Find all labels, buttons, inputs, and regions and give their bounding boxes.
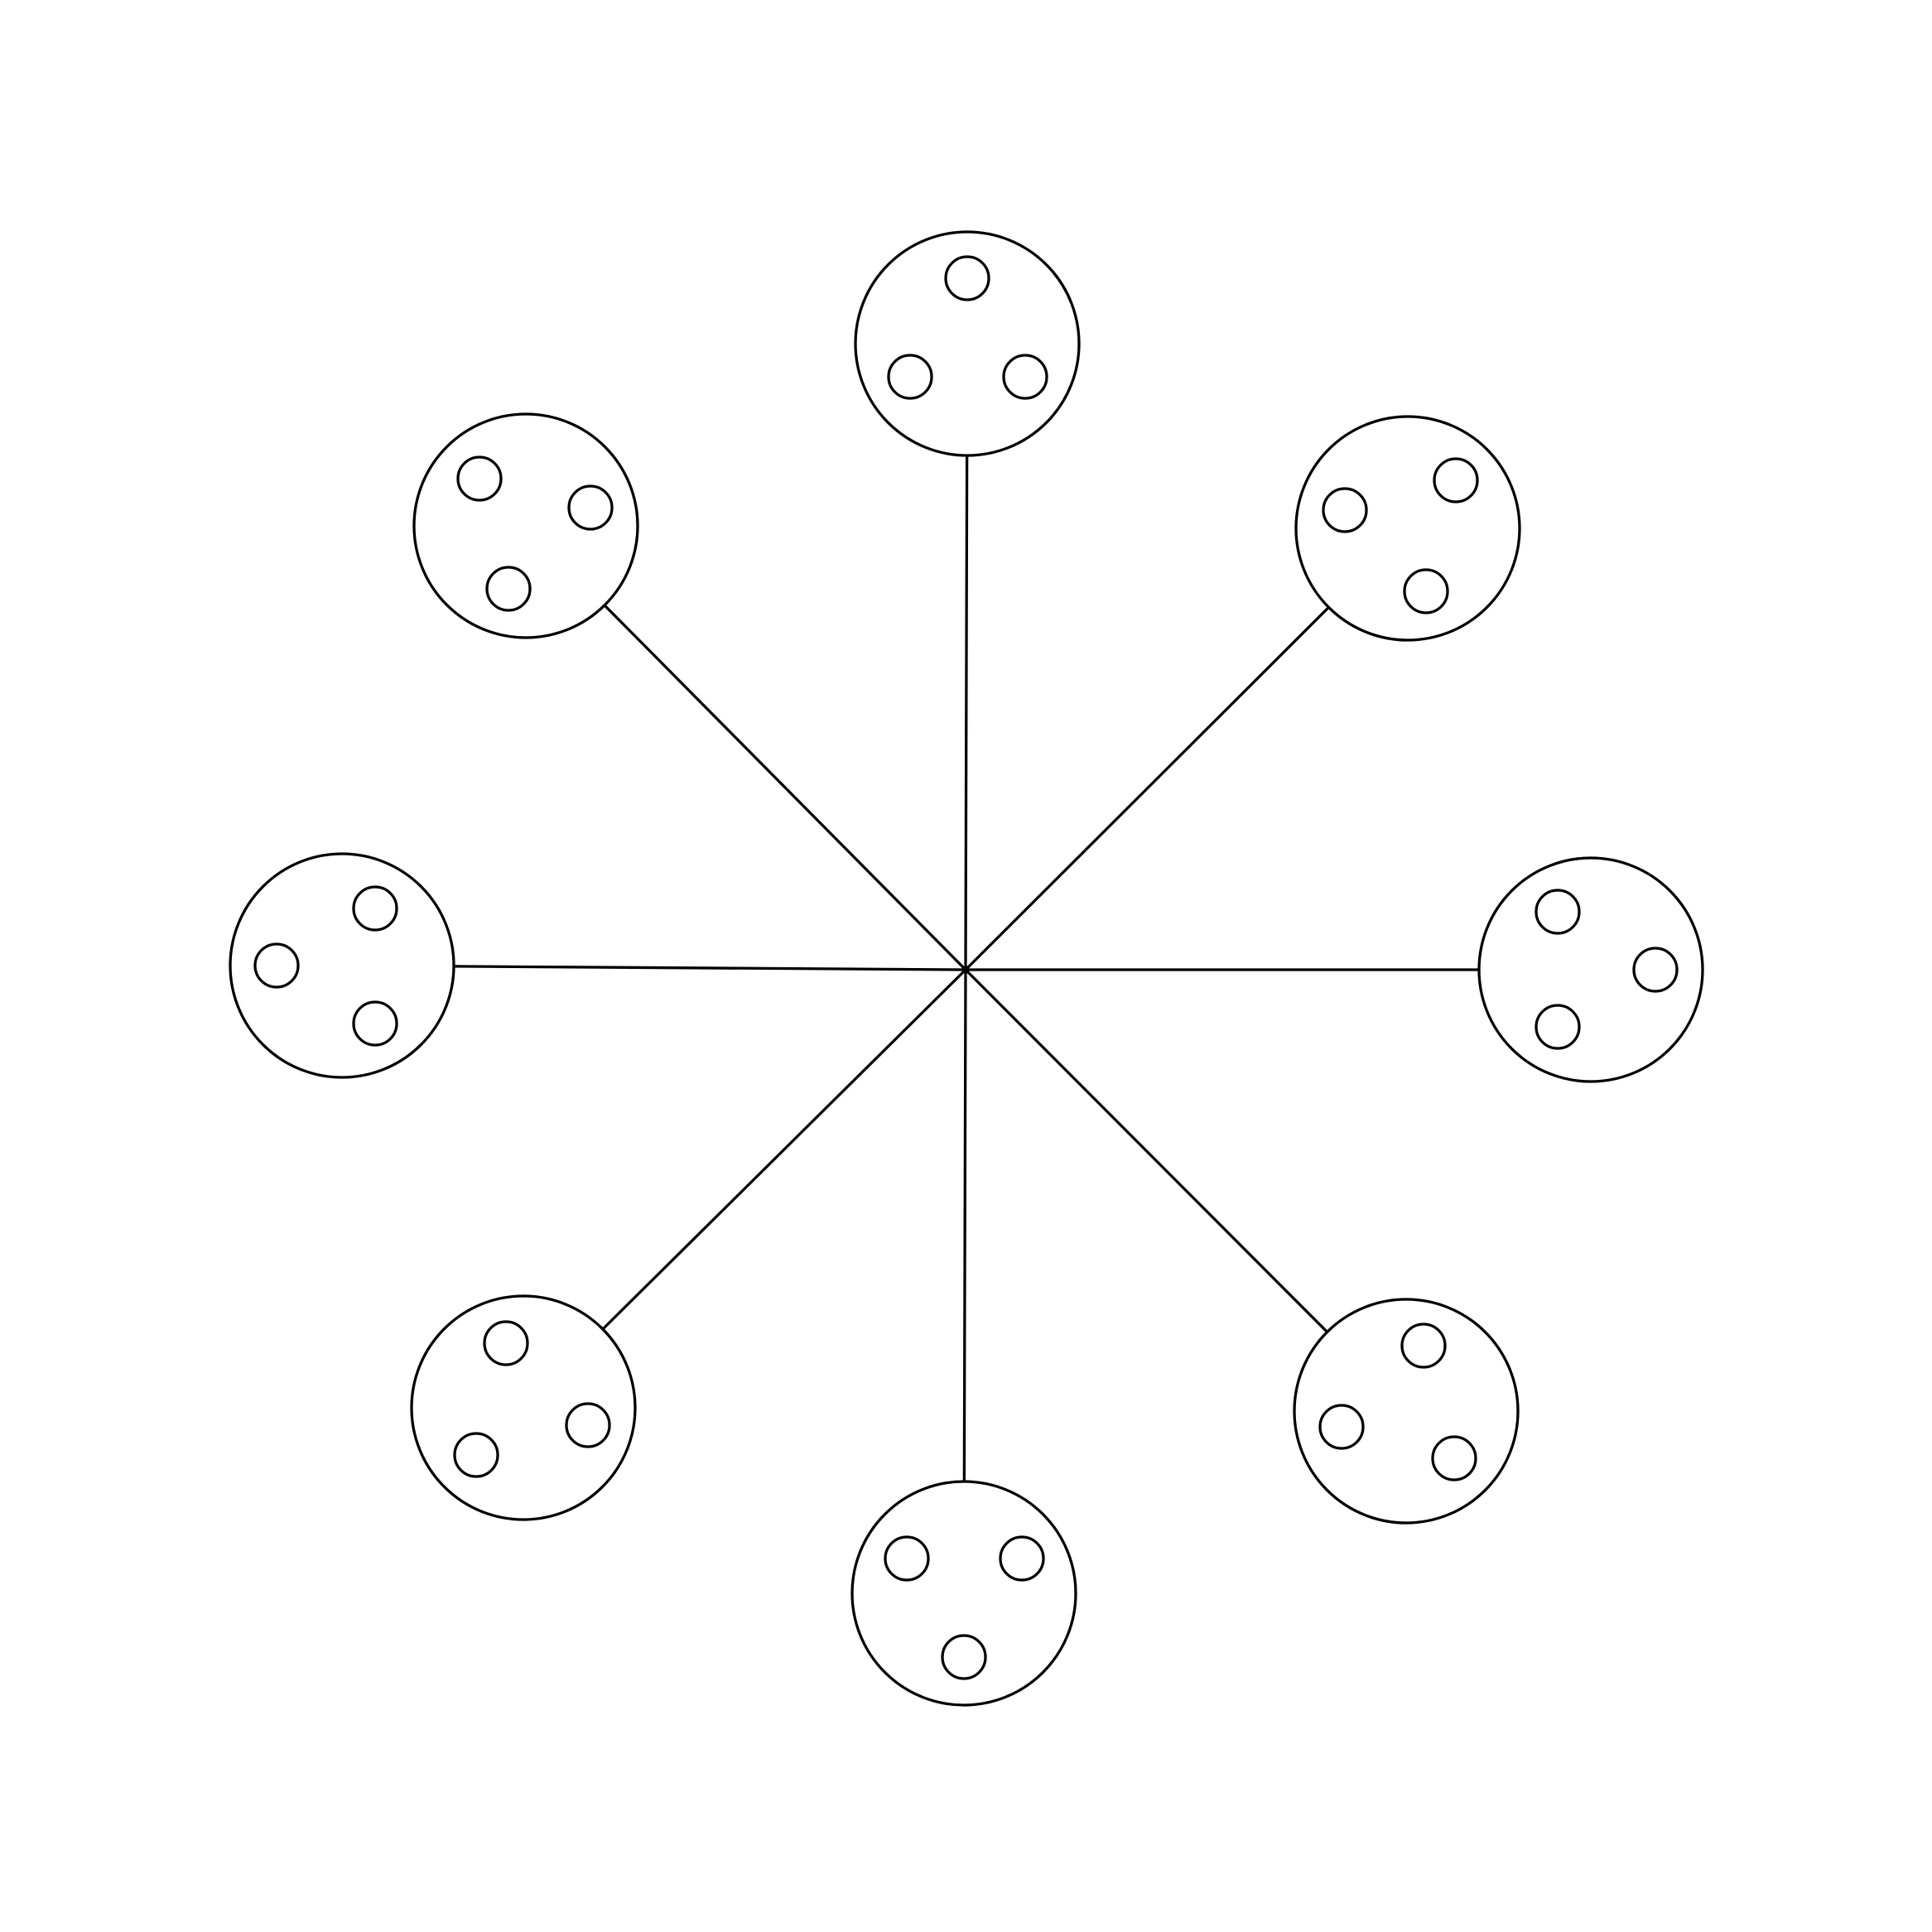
inner-circle-bottom-right-1 [1400,1323,1447,1369]
spoke-top-right [964,606,1330,971]
inner-circle-right-1 [1535,889,1581,935]
spoke-left [453,965,966,971]
node-bottom-right [1293,1298,1520,1525]
inner-circle-top-3 [1002,354,1048,400]
inner-circle-top-left-3 [485,566,532,612]
inner-circle-bottom-3 [941,1634,987,1680]
inner-circle-top-1 [944,255,990,301]
inner-circle-right-3 [1535,1004,1581,1050]
inner-circle-bottom-left-3 [453,1432,499,1478]
inner-circle-left-3 [352,1000,398,1047]
node-bottom [850,1480,1077,1707]
inner-circle-bottom-left-1 [483,1320,529,1366]
inner-circle-bottom-right-2 [1318,1404,1365,1450]
inner-circle-top-right-1 [1433,457,1479,503]
spoke-bottom [962,969,967,1482]
node-top-right [1294,415,1521,642]
nodes-group [229,230,1704,1707]
inner-circle-bottom-1 [884,1535,930,1582]
inner-circle-bottom-right-3 [1431,1435,1477,1482]
node-left [229,852,455,1079]
inner-circle-top-right-3 [1403,568,1449,614]
inner-circle-top-left-1 [456,455,503,502]
node-bottom-left [410,1294,637,1521]
inner-circle-bottom-left-2 [565,1402,611,1448]
inner-circle-top-right-2 [1322,487,1368,533]
spokes-group [453,455,1479,1482]
spoke-top [964,455,969,971]
node-top [854,230,1081,457]
node-top-left [412,412,639,639]
inner-circle-top-2 [887,354,933,400]
node-circle-top-right [1294,415,1521,642]
inner-circle-left-1 [352,885,398,932]
inner-circle-bottom-2 [999,1535,1045,1582]
spoke-bottom-right [964,968,1328,1333]
inner-circle-top-left-2 [567,484,614,531]
inner-circle-left-2 [253,942,300,989]
inner-circle-right-2 [1632,947,1679,993]
node-right [1477,856,1704,1083]
spoke-bottom-left [601,968,967,1331]
spoke-top-left [603,604,967,971]
